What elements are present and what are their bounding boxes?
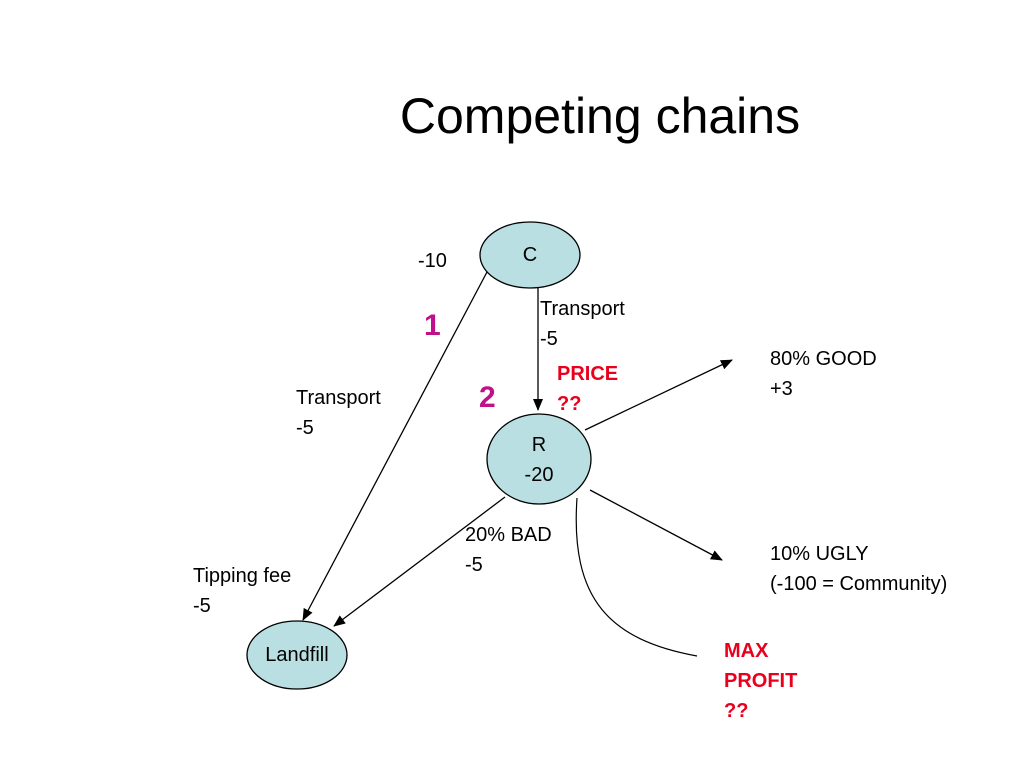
good-label: 80% GOOD +3: [770, 348, 877, 400]
page-title: Competing chains: [399, 88, 801, 144]
c-cost-label: -10: [418, 250, 447, 272]
max-profit-connector: [575, 497, 698, 657]
max-profit-label: MAX PROFIT ??: [724, 640, 798, 722]
node-r-name: R: [531, 434, 547, 456]
chain-number-1: 1: [424, 309, 441, 342]
chain-number-2: 2: [479, 381, 496, 414]
edge-c-to-landfill: [302, 271, 488, 621]
edge-r-to-landfill: [333, 496, 506, 627]
node-c: [479, 221, 581, 289]
node-r-value: -20: [524, 464, 554, 486]
node-c-label: C: [522, 244, 538, 266]
transport-right-label: Transport -5: [540, 298, 625, 350]
price-label: PRICE ??: [557, 363, 619, 415]
node-landfill-label: Landfill: [265, 644, 329, 666]
bad-label: 20% BAD -5: [465, 524, 552, 576]
ugly-label: 10% UGLY (-100 = Community): [770, 543, 948, 595]
edge-r-to-good: [584, 359, 733, 431]
edge-r-to-ugly: [589, 489, 723, 561]
node-r-label: R -20: [509, 430, 569, 490]
node-landfill: [246, 620, 348, 690]
tipping-fee-label: Tipping fee -5: [193, 565, 292, 617]
node-r: [486, 413, 592, 505]
transport-left-label: Transport -5: [296, 387, 381, 439]
